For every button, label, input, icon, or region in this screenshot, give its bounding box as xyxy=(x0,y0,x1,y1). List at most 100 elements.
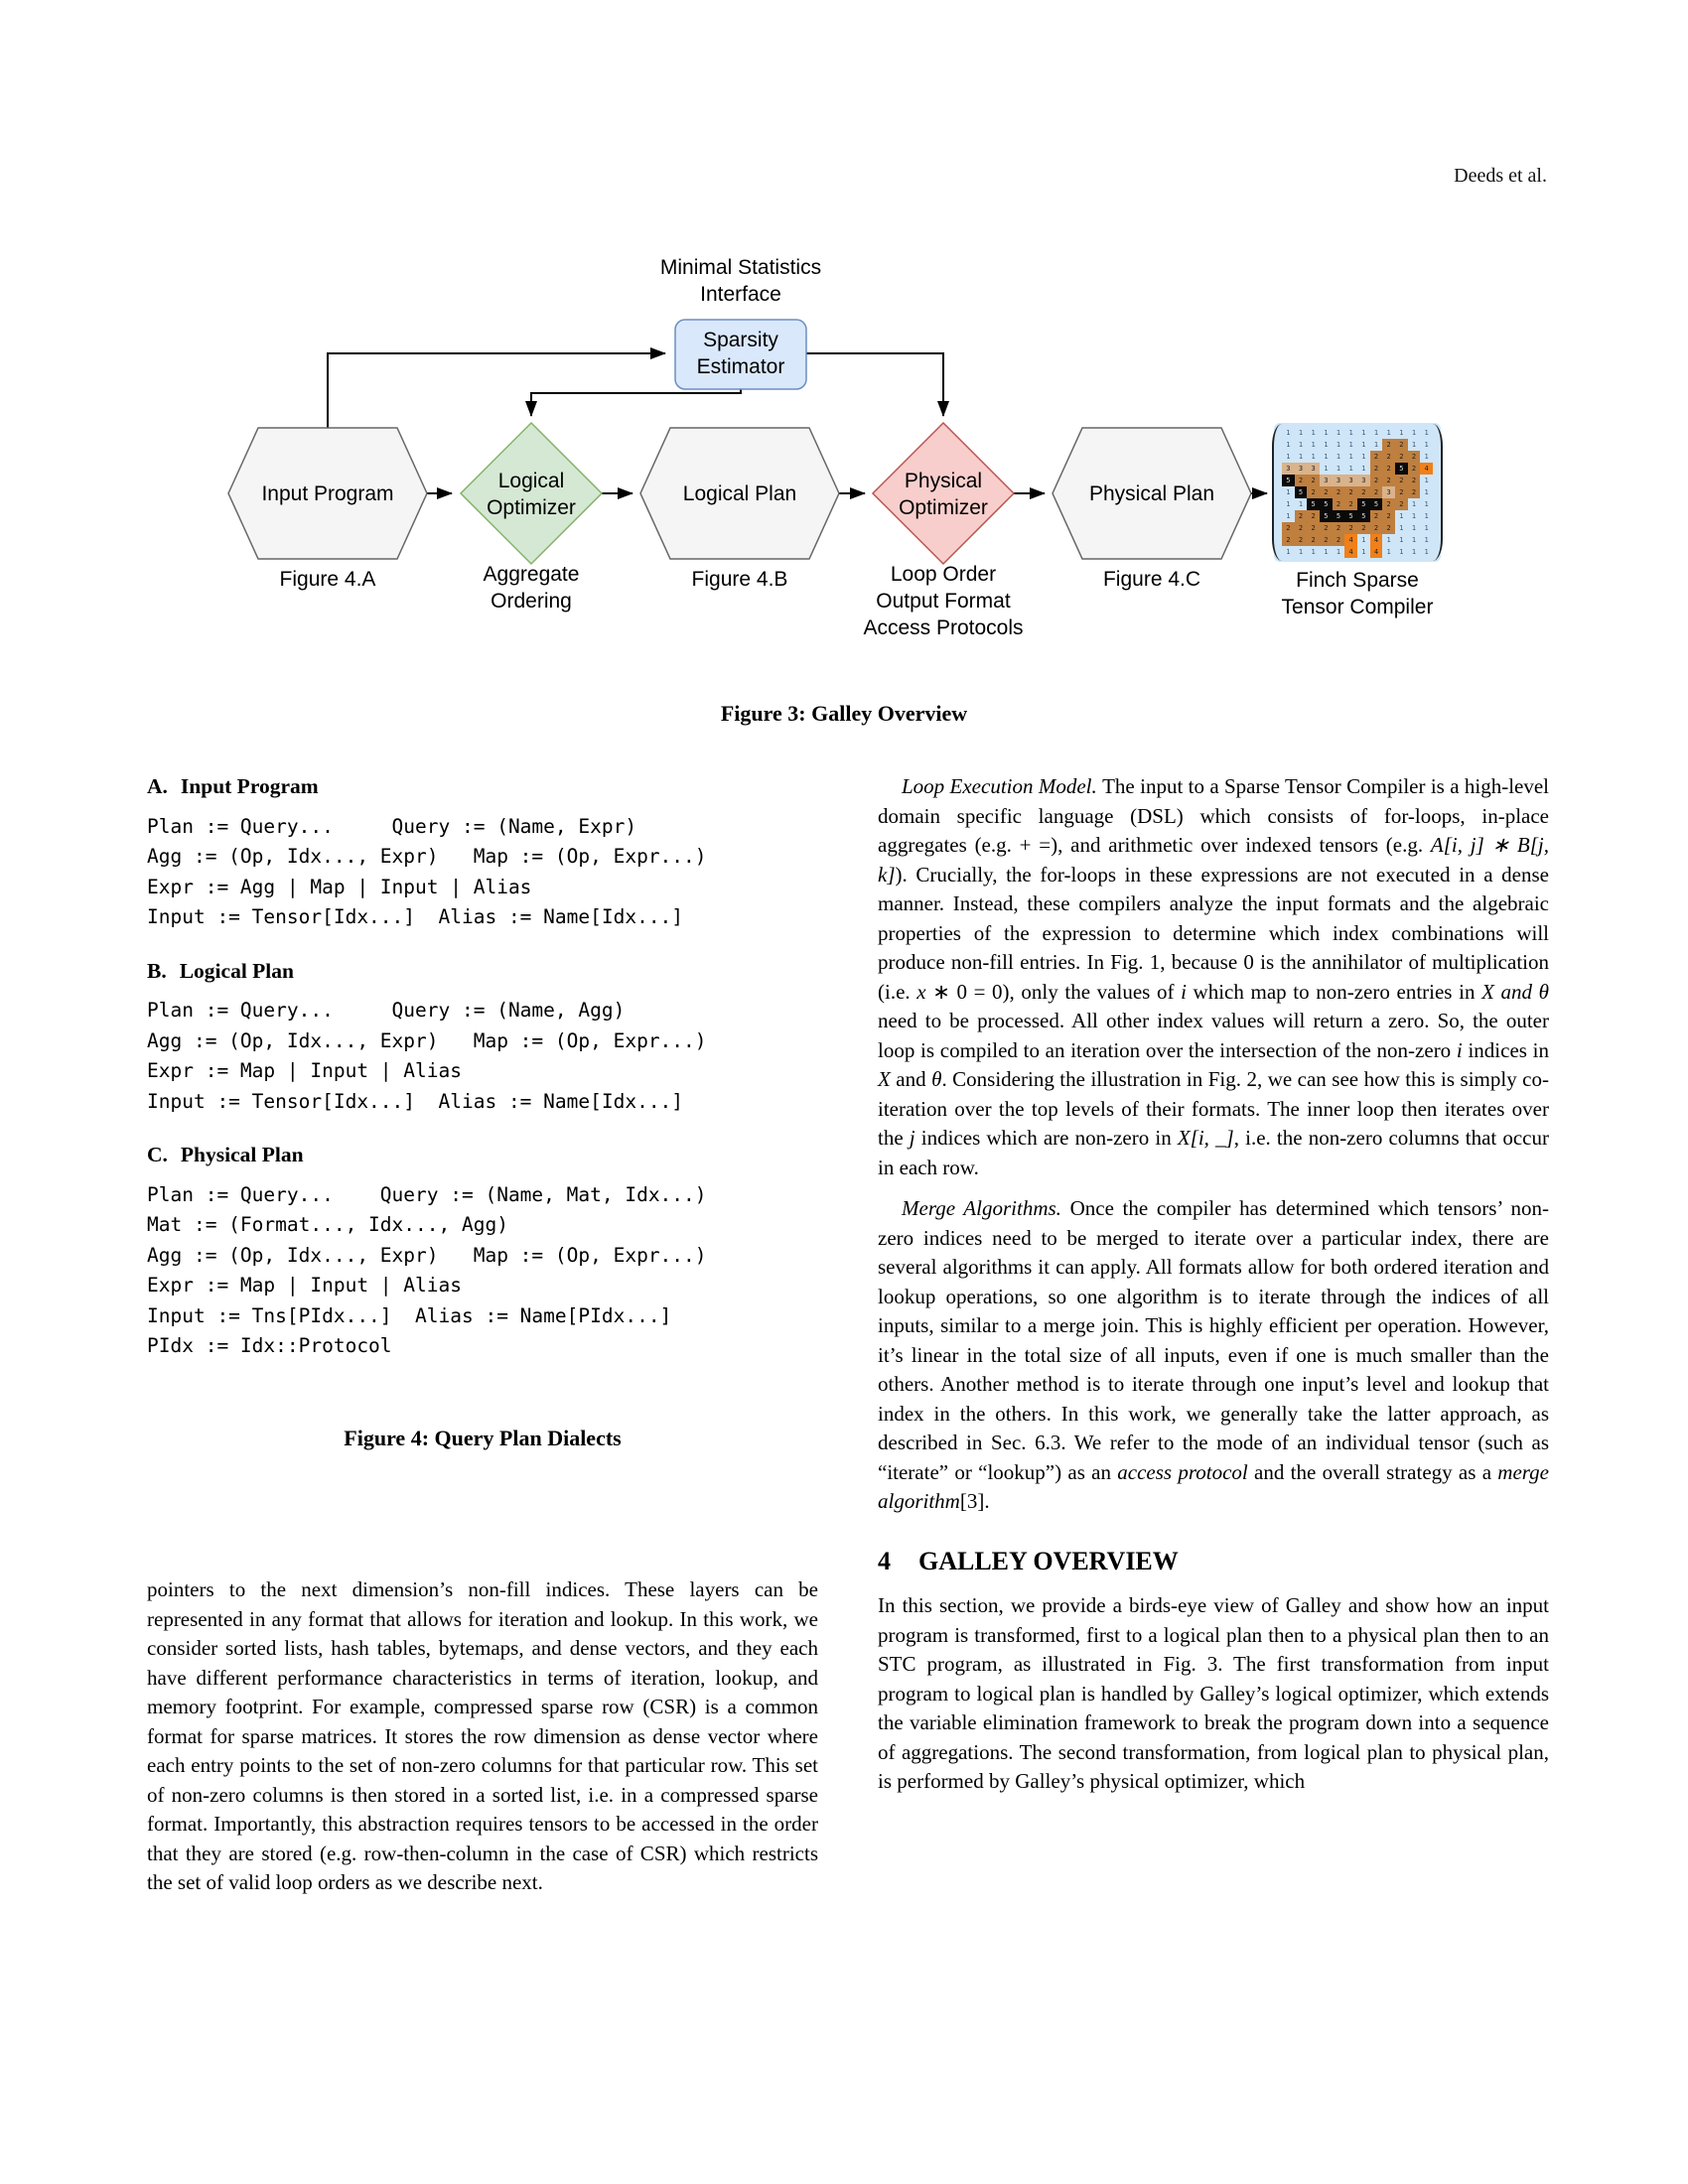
matrix-cell: 2 xyxy=(1407,463,1421,475)
logical-optimizer-label-line1: Logical xyxy=(498,470,565,492)
sparsity-estimator-box xyxy=(674,319,807,390)
minimal-statistics-label-line1: Minimal Statistics xyxy=(660,256,821,279)
connector-estimator-to-physical-optimizer xyxy=(806,352,949,417)
matrix-cell: 1 xyxy=(1420,451,1433,463)
matrix-cell: 2 xyxy=(1294,510,1308,522)
matrix-cell: 2 xyxy=(1294,475,1308,486)
left-body-paragraph: pointers to the next dimension’s non-fil… xyxy=(147,1577,818,1894)
matrix-cell: 4 xyxy=(1369,534,1383,546)
matrix-cell: 5 xyxy=(1369,498,1383,510)
matrix-cell: 5 xyxy=(1320,510,1333,522)
physical-plan-label: Physical Plan xyxy=(1089,482,1214,505)
matrix-cell: 1 xyxy=(1420,534,1433,546)
matrix-cell: 2 xyxy=(1332,522,1345,534)
matrix-cell: 2 xyxy=(1332,486,1345,498)
matrix-cell: 2 xyxy=(1344,522,1357,534)
matrix-cell: 2 xyxy=(1407,475,1421,486)
matrix-cell: 1 xyxy=(1357,546,1370,558)
matrix-cell: 1 xyxy=(1320,546,1333,558)
matrix-cell: 4 xyxy=(1420,463,1433,475)
matrix-cell: 1 xyxy=(1357,451,1370,463)
matrix-cell: 3 xyxy=(1382,486,1395,498)
matrix-cell: 1 xyxy=(1294,427,1308,439)
matrix-cell: 2 xyxy=(1332,534,1345,546)
matrix-cell: 1 xyxy=(1282,486,1295,498)
matrix-cell: 1 xyxy=(1282,439,1295,451)
matrix-cell: 3 xyxy=(1307,463,1320,475)
matrix-cell: 5 xyxy=(1320,498,1333,510)
matrix-cell: 1 xyxy=(1395,427,1408,439)
matrix-cell: 1 xyxy=(1407,546,1421,558)
matrix-cell: 2 xyxy=(1307,522,1320,534)
heading-title-a: Input Program xyxy=(180,774,319,798)
matrix-cell: 3 xyxy=(1320,475,1333,486)
matrix-cell: 2 xyxy=(1307,510,1320,522)
matrix-cell: 2 xyxy=(1407,451,1421,463)
matrix-cell: 1 xyxy=(1344,451,1357,463)
matrix-cell: 2 xyxy=(1369,486,1383,498)
matrix-right-bracket xyxy=(1429,424,1443,561)
matrix-cell: 2 xyxy=(1320,486,1333,498)
matrix-cell: 1 xyxy=(1395,546,1408,558)
matrix-cell: 5 xyxy=(1344,510,1357,522)
matrix-cell: 1 xyxy=(1420,510,1433,522)
matrix-cell: 2 xyxy=(1369,510,1383,522)
caption-output-format: Output Format xyxy=(876,590,1011,613)
matrix-cell: 1 xyxy=(1320,439,1333,451)
sparsity-estimator-label-line1: Sparsity xyxy=(703,329,778,351)
matrix-cell: 1 xyxy=(1307,439,1320,451)
matrix-cell: 2 xyxy=(1382,439,1395,451)
figure3-caption: Figure 3: Galley Overview xyxy=(720,701,968,726)
matrix-cell: 1 xyxy=(1332,451,1345,463)
logical-plan-hexagon xyxy=(639,427,840,560)
matrix-cell: 1 xyxy=(1344,463,1357,475)
matrix-cell: 2 xyxy=(1307,486,1320,498)
matrix-cell: 1 xyxy=(1357,463,1370,475)
figure4-caption: Figure 4: Query Plan Dialects xyxy=(344,1425,622,1450)
matrix-cell: 2 xyxy=(1395,498,1408,510)
heading-letter-c: C. xyxy=(147,1143,168,1166)
matrix-cell: 1 xyxy=(1395,534,1408,546)
heading-input-program: A.Input Program xyxy=(147,772,818,802)
matrix-cell: 2 xyxy=(1320,534,1333,546)
matrix-cell: 2 xyxy=(1382,451,1395,463)
matrix-cell: 1 xyxy=(1420,475,1433,486)
matrix-cell: 3 xyxy=(1332,475,1345,486)
matrix-cell: 5 xyxy=(1294,486,1308,498)
matrix-cell: 2 xyxy=(1407,486,1421,498)
input-program-hexagon xyxy=(227,427,428,560)
matrix-left-bracket xyxy=(1272,424,1286,561)
connector-estimator-to-logical-optimizer xyxy=(525,389,742,417)
figure3-galley-overview: Minimal Statistics Interface Sparsity Es… xyxy=(223,246,1465,663)
matrix-cell: 1 xyxy=(1369,439,1383,451)
matrix-cell: 1 xyxy=(1282,510,1295,522)
heading-title-b: Logical Plan xyxy=(179,958,294,983)
matrix-cell: 1 xyxy=(1395,522,1408,534)
matrix-cell: 1 xyxy=(1395,510,1408,522)
matrix-cell: 1 xyxy=(1332,463,1345,475)
matrix-cell: 2 xyxy=(1382,522,1395,534)
figure3-diagram-svg: Minimal Statistics Interface Sparsity Es… xyxy=(227,256,1433,639)
caption-aggregate: Aggregate xyxy=(484,563,580,586)
logical-optimizer-diamond xyxy=(459,421,604,566)
matrix-cell: 2 xyxy=(1294,522,1308,534)
matrix-cell: 2 xyxy=(1307,475,1320,486)
logical-plan-label: Logical Plan xyxy=(683,482,796,505)
matrix-cell: 5 xyxy=(1307,498,1320,510)
caption-loop-order: Loop Order xyxy=(891,563,996,586)
matrix-cell: 4 xyxy=(1344,546,1357,558)
matrix-cell: 1 xyxy=(1407,534,1421,546)
matrix-cell: 1 xyxy=(1307,546,1320,558)
matrix-cell: 1 xyxy=(1282,451,1295,463)
matrix-cell: 2 xyxy=(1307,534,1320,546)
matrix-cell: 1 xyxy=(1382,427,1395,439)
matrix-cell: 5 xyxy=(1282,475,1295,486)
matrix-cell: 2 xyxy=(1382,510,1395,522)
matrix-cell: 2 xyxy=(1294,534,1308,546)
matrix-cell: 1 xyxy=(1420,498,1433,510)
matrix-cell: 5 xyxy=(1332,510,1345,522)
matrix-cell: 1 xyxy=(1407,522,1421,534)
